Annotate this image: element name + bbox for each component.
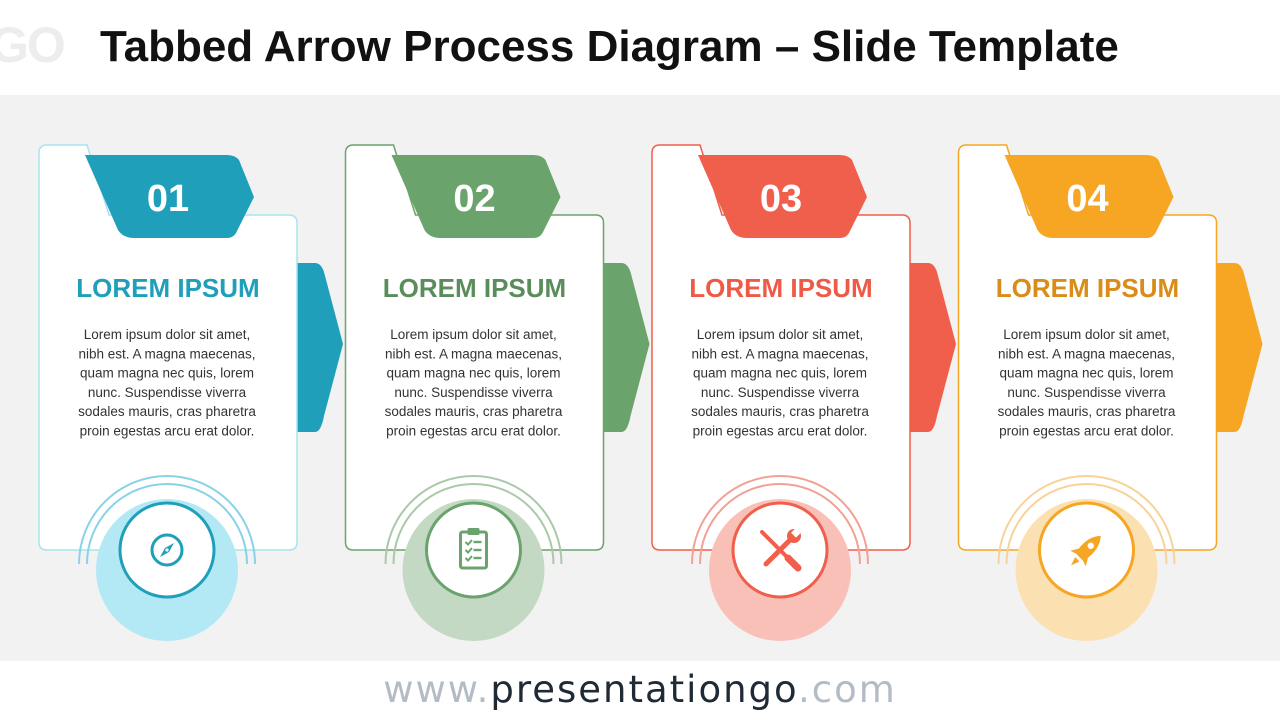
step-body-line: quam magna nec quis, lorem: [386, 366, 560, 381]
step-number-tab: [391, 155, 561, 238]
step-arrow: [297, 263, 343, 432]
checkmark-0: [464, 539, 473, 546]
step-body-line: quam magna nec quis, lorem: [999, 366, 1173, 381]
step-body-line: sodales mauris, cras pharetra: [385, 404, 563, 419]
wrench-jaw: [791, 526, 803, 538]
step-body-line: nunc. Suspendisse viverra: [88, 385, 247, 400]
step-body-line: sodales mauris, cras pharetra: [78, 404, 256, 419]
compass-icon: [150, 533, 184, 567]
rocket-body: [1075, 535, 1101, 561]
step-number: 04: [1066, 178, 1108, 220]
step-body-line: proin egestas arcu erat dolor.: [999, 424, 1174, 439]
step-body-line: quam magna nec quis, lorem: [80, 366, 254, 381]
step-body-line: Lorem ipsum dolor sit amet,: [390, 327, 557, 342]
step-arrow: [910, 263, 956, 432]
footer-url[interactable]: www.presentationgo.com: [0, 667, 1280, 713]
step-body-line: proin egestas arcu erat dolor.: [386, 424, 561, 439]
icon-arc-inner: [392, 483, 555, 565]
icon-arc-inner: [699, 483, 861, 565]
step-body-line: nunc. Suspendisse viverra: [394, 385, 553, 400]
step-body-line: sodales mauris, cras pharetra: [998, 404, 1176, 419]
step-body-line: quam magna nec quis, lorem: [693, 366, 867, 381]
icon-arc-outer: [384, 475, 563, 565]
step-title: LOREM IPSUM: [689, 273, 872, 303]
step-body-line: nibh est. A magna maecenas,: [78, 346, 255, 361]
screwdriver-handle: [784, 554, 802, 572]
step-body-line: Lorem ipsum dolor sit amet,: [84, 327, 251, 342]
compass-ring: [150, 533, 184, 567]
step-title: LOREM IPSUM: [996, 273, 1179, 303]
clipboard-checklist-icon: [459, 528, 488, 570]
step-body-line: Lorem ipsum dolor sit amet,: [697, 327, 864, 342]
step-body-line: sodales mauris, cras pharetra: [691, 404, 869, 419]
step-body-line: Lorem ipsum dolor sit amet,: [1003, 327, 1170, 342]
header: GO Tabbed Arrow Process Diagram – Slide …: [0, 0, 1280, 95]
step-number-tab: [1004, 155, 1174, 238]
step-body-line: nunc. Suspendisse viverra: [1007, 385, 1166, 400]
step-body-line: nibh est. A magna maecenas,: [385, 346, 562, 361]
step-number: 01: [147, 178, 189, 220]
footer: www.presentationgo.com: [0, 661, 1280, 720]
rocket-icon: [1070, 535, 1101, 567]
icon-arc-inner: [86, 483, 248, 565]
step-title: LOREM IPSUM: [76, 273, 259, 303]
step-body-line: nunc. Suspendisse viverra: [701, 385, 860, 400]
step-body-line: proin egestas arcu erat dolor.: [80, 424, 255, 439]
step-card: [344, 144, 605, 551]
step-card: [38, 144, 298, 551]
step-arrow: [603, 263, 650, 432]
icon-arc-outer: [997, 475, 1176, 565]
step-title: LOREM IPSUM: [383, 273, 566, 303]
rocket-window: [1087, 542, 1094, 549]
icon-arc-inner: [1005, 483, 1168, 565]
wrench-shaft: [763, 535, 795, 567]
step-body-line: nibh est. A magna maecenas,: [691, 346, 868, 361]
clipboard-clip: [467, 528, 480, 535]
icon-arc-outer: [691, 475, 869, 565]
footer-url-brand: presentationgo: [490, 668, 799, 711]
step-body-line: proin egestas arcu erat dolor.: [693, 424, 868, 439]
checkmark-2: [464, 555, 473, 562]
rocket-fins: [1070, 547, 1089, 567]
step-arrow: [1216, 263, 1263, 432]
page-title: Tabbed Arrow Process Diagram – Slide Tem…: [100, 22, 1119, 71]
step-number-tab: [85, 155, 254, 238]
step-card: [651, 144, 911, 551]
step-number-tab: [698, 155, 867, 238]
step-number: 03: [760, 178, 802, 220]
compass-pivot: [165, 548, 169, 552]
icon-arc-outer: [78, 475, 256, 565]
rocket-body-group: [1070, 535, 1101, 567]
step-card: [957, 144, 1218, 551]
footer-url-prefix: www.: [383, 668, 491, 711]
step-body-line: nibh est. A magna maecenas,: [998, 346, 1175, 361]
logo-fragment: GO: [0, 17, 66, 73]
checkmark-1: [464, 547, 473, 554]
footer-url-suffix: .com: [798, 668, 897, 711]
step-number: 02: [453, 178, 495, 220]
tools-icon: [760, 526, 803, 572]
